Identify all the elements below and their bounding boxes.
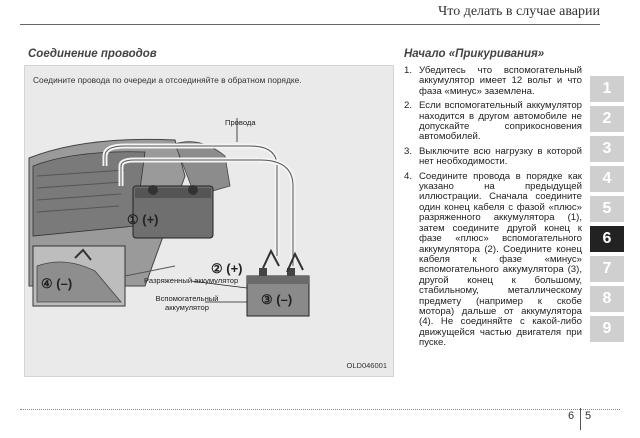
cable-outline-1: [104, 145, 278, 256]
label-connection-4: ④ (–): [41, 276, 73, 291]
section-heading-start: Начало «Прикуривания»: [404, 48, 545, 60]
tab-chapter-9[interactable]: 9: [590, 316, 624, 342]
footer-dotted-line: [20, 409, 620, 410]
clamp-3: [286, 251, 304, 273]
tab-chapter-6[interactable]: 6: [590, 226, 624, 252]
aux-battery-top: [247, 276, 309, 284]
label-discharged-battery: Разряженный аккумулятор: [144, 276, 239, 285]
cable-outline-2: [120, 159, 294, 266]
list-item: 2. Если вспомогательный аккумулятор наход…: [404, 100, 582, 143]
tab-chapter-2[interactable]: 2: [590, 106, 624, 132]
page-number-separator: [580, 408, 581, 430]
label-connection-1: ① (+): [127, 212, 159, 227]
header-divider: [20, 24, 600, 25]
section-heading-wires: Соединение проводов: [28, 48, 157, 60]
page-number: 5: [585, 410, 592, 422]
label-wires: Провода: [225, 118, 256, 127]
jump-start-illustration: Соедините провода по очереди а отсоединя…: [24, 65, 394, 377]
tab-chapter-1[interactable]: 1: [590, 76, 624, 102]
step-number: 1.: [404, 65, 413, 76]
engine-ribs: [36, 169, 126, 213]
step-text: Выключите всю нагрузку в которой нет нео…: [419, 145, 582, 168]
chapter-tabs: 1 2 3 4 5 6 7 8 9: [590, 76, 624, 346]
step-number: 2.: [404, 100, 413, 112]
header-title: Что делать в случае аварии: [438, 4, 600, 19]
tab-chapter-5[interactable]: 5: [590, 196, 624, 222]
label-connection-3: ③ (–): [261, 292, 293, 307]
label-auxiliary-battery: Вспомогательный аккумулятор: [155, 294, 219, 312]
engine-diagram: [28, 118, 310, 317]
tab-chapter-8[interactable]: 8: [590, 286, 624, 312]
terminal-minus-1: [188, 185, 198, 195]
engine-cover-shape: [32, 151, 146, 237]
step-text: Если вспомогательный аккумулятор находит…: [419, 100, 582, 143]
battery-top: [135, 188, 211, 198]
clamp-4: [74, 248, 92, 261]
steps-list: 1. Убедитесь что вспомогательный аккумуля…: [404, 65, 582, 349]
label-connection-2: ② (+): [211, 261, 243, 276]
page-chapter-number: 6: [568, 410, 575, 422]
figure-code: OLD046001: [346, 361, 387, 370]
aux-terminal-plus: [259, 268, 267, 276]
list-item: 3. Выключите всю нагрузку в которой нет н…: [404, 145, 582, 168]
inset-engine-shape: [36, 261, 122, 303]
inset-connector: [124, 265, 176, 277]
step-number: 4.: [404, 170, 413, 182]
tab-chapter-3[interactable]: 3: [590, 136, 624, 162]
clamp-2: [262, 248, 280, 269]
step-number: 3.: [404, 145, 413, 157]
list-item: 1. Убедитесь что вспомогательный аккумуля…: [404, 65, 582, 97]
discharged-battery-shape: [132, 185, 214, 239]
figure-caption: Соедините провода по очереди а отсоединя…: [33, 75, 302, 85]
step-text: Убедитесь что вспомогательный аккумулято…: [419, 65, 582, 97]
aux-terminal-minus: [287, 268, 295, 276]
tab-chapter-4[interactable]: 4: [590, 166, 624, 192]
step-text: Соедините провода в порядке как указано …: [419, 170, 582, 349]
terminal-plus-1: [148, 185, 158, 195]
right-column: Начало «Прикуривания» 1. Убедитесь что вс…: [404, 48, 582, 353]
list-item: 4. Соедините провода в порядке как указан…: [404, 170, 582, 349]
tab-chapter-7[interactable]: 7: [590, 256, 624, 282]
discharged-leader: [190, 280, 248, 289]
